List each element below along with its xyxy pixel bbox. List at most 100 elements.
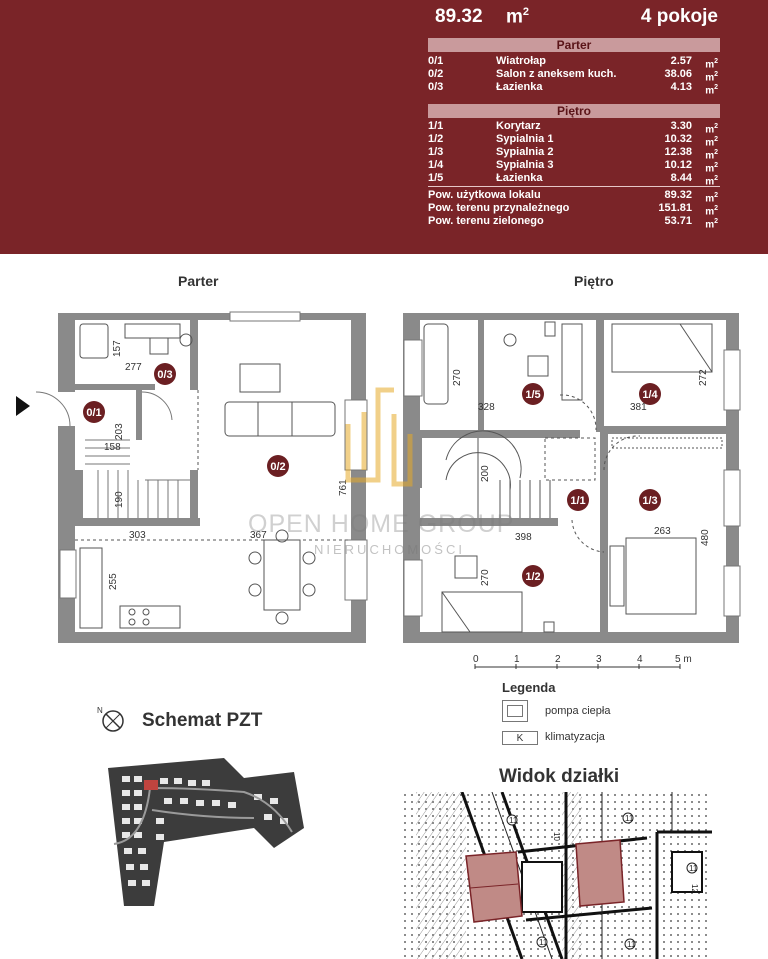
total-area: 89.32 [435, 6, 483, 27]
svg-text:1/1: 1/1 [570, 495, 585, 507]
ac-icon: K [502, 731, 538, 745]
room-id: 1/3 [428, 146, 444, 158]
room-area: 3.30 [670, 120, 692, 132]
area-row: 1/4 Sypialnia 3 10.12 m2 [428, 159, 720, 175]
room-id: 1/5 [428, 172, 444, 184]
room-id: 0/1 [428, 55, 444, 67]
room-badge-1-1 [567, 489, 589, 511]
watermark-company: OPEN HOME GROUP [248, 510, 515, 538]
floor-plans: 0/3 0/1 0/2 277 157 158 203 190 303 367 … [16, 311, 741, 643]
unit-m: m [705, 193, 715, 205]
svg-text:381: 381 [630, 402, 647, 413]
unit-m: m [705, 150, 715, 162]
area-row: 1/3 Sypialnia 2 12.38 m2 [428, 146, 720, 162]
scale-tick: 0 [473, 654, 479, 665]
unit-m: m [705, 176, 715, 188]
svg-text:11: 11 [509, 816, 518, 825]
svg-text:0/2: 0/2 [270, 461, 285, 473]
total-area-value: 151.81 [658, 202, 692, 214]
total-row: Pow. terenu zielonego 53.71 m2 [428, 215, 720, 230]
svg-text:1/3: 1/3 [642, 495, 657, 507]
total-name: Pow. terenu przynależnego [428, 202, 570, 214]
room-unit: m2 [705, 133, 718, 149]
room-name: Sypialnia 3 [496, 159, 554, 171]
room-area: 10.32 [664, 133, 692, 145]
divider [428, 186, 720, 187]
room-area: 2.57 [670, 55, 692, 67]
legend-label: pompa ciepła [545, 705, 611, 717]
total-area-value: 89.32 [664, 189, 692, 201]
unit-sup: 2 [714, 192, 718, 199]
unit-sup: 2 [714, 162, 718, 169]
svg-text:1/4: 1/4 [642, 389, 658, 401]
svg-text:277: 277 [125, 362, 142, 373]
svg-text:11: 11 [625, 814, 634, 823]
svg-text:0/3: 0/3 [157, 369, 172, 381]
room-unit: m2 [705, 146, 718, 162]
total-row: Pow. terenu przynależnego 151.81 m2 [428, 202, 720, 218]
room-badge-1-2 [522, 565, 544, 587]
total-row: Pow. użytkowa lokalu 89.32 m2 [428, 189, 720, 205]
logo-watermark [345, 387, 413, 487]
pzt-site-map [108, 758, 304, 906]
room-badge-0-2 [267, 455, 289, 477]
svg-text:200: 200 [480, 465, 491, 482]
unit-m: m [705, 163, 715, 175]
svg-text:272: 272 [698, 369, 709, 386]
area-row: 1/5 Łazienka 8.44 m2 [428, 172, 720, 188]
room-badge-0-3 [154, 363, 176, 385]
total-unit: m2 [705, 202, 718, 218]
unit-m: m [705, 137, 715, 149]
pzt-title: Schemat PZT [142, 710, 263, 731]
svg-text:203: 203 [114, 423, 125, 440]
room-badge-1-3 [639, 489, 661, 511]
unit-sup: 2 [714, 84, 718, 91]
total-name: Pow. terenu zielonego [428, 215, 544, 227]
room-id: 1/1 [428, 120, 444, 132]
room-unit: m2 [705, 120, 718, 136]
area-unit: m2 [506, 6, 529, 28]
svg-text:255: 255 [108, 573, 119, 590]
unit-sup: 2 [714, 175, 718, 182]
unit-sup: 2 [714, 205, 718, 212]
unit-sup: 2 [714, 123, 718, 130]
room-badge-1-4 [639, 383, 661, 405]
legend-title: Legenda [502, 680, 556, 695]
scale-tick: 2 [555, 654, 561, 665]
legend-label: klimatyzacja [545, 731, 605, 743]
unit-m: m [705, 59, 715, 71]
area-row: 0/2 Salon z aneksem kuch. 38.06 m2 [428, 68, 720, 84]
svg-text:270: 270 [480, 569, 491, 586]
room-id: 0/2 [428, 68, 444, 80]
svg-text:270: 270 [452, 369, 463, 386]
room-area: 12.38 [664, 146, 692, 158]
room-badge-1-5 [522, 383, 544, 405]
room-unit: m2 [705, 68, 718, 84]
room-unit: m2 [705, 172, 718, 188]
room-name: Sypialnia 2 [496, 146, 554, 158]
svg-text:10: 10 [552, 832, 561, 841]
area-row: 0/1 Wiatrołap 2.57 m2 [428, 55, 720, 71]
total-unit: m2 [705, 189, 718, 205]
unit-m: m [705, 85, 715, 97]
heat-pump-icon [502, 700, 528, 722]
room-area: 8.44 [670, 172, 692, 184]
total-area-value: 53.71 [664, 215, 692, 227]
room-name: Łazienka [496, 81, 543, 93]
unit-sup: 2 [714, 149, 718, 156]
svg-text:158: 158 [104, 442, 121, 453]
room-name: Łazienka [496, 172, 543, 184]
widok-title: Widok działki [499, 766, 620, 787]
svg-text:303: 303 [129, 530, 146, 541]
unit-m: m [705, 124, 715, 136]
room-badge-0-1 [83, 401, 105, 423]
unit-sup: 2 [714, 58, 718, 65]
svg-text:12: 12 [690, 884, 699, 893]
scale-tick: 3 [596, 654, 602, 665]
scale-tick: 5 m [675, 654, 692, 665]
scale-bar [474, 664, 681, 669]
room-id: 1/2 [428, 133, 444, 145]
svg-text:328: 328 [478, 402, 495, 413]
svg-text:0/1: 0/1 [86, 407, 101, 419]
unit-m: m [705, 72, 715, 84]
